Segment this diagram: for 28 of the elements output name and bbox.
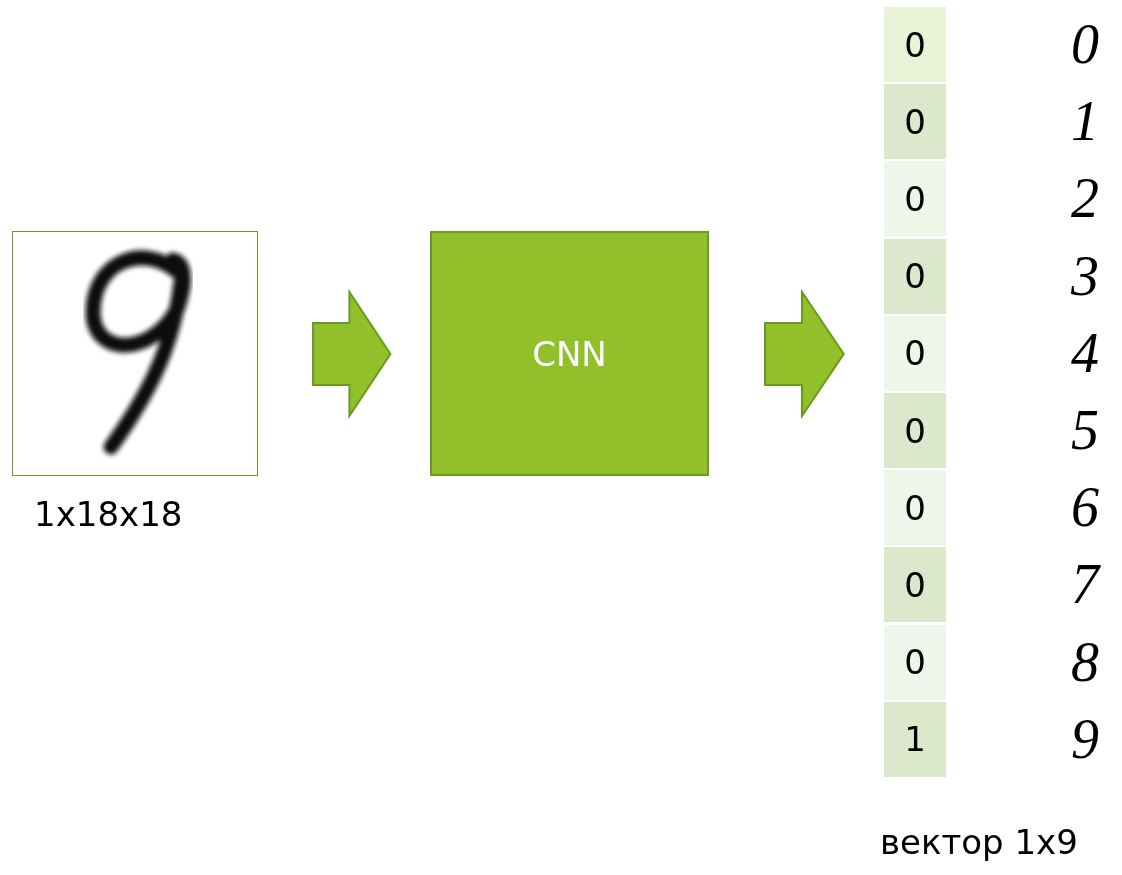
- vector-cell: 0: [884, 7, 946, 82]
- vector-column: [884, 7, 946, 779]
- handwritten-digit: 5: [1070, 398, 1100, 463]
- vector-cell: 0: [884, 393, 946, 468]
- handwritten-digit: 2: [1070, 166, 1100, 232]
- vector-cell: 0: [884, 470, 946, 546]
- handwritten-digit: 1: [1070, 89, 1100, 155]
- vector-cell: 1: [884, 701, 946, 777]
- handwritten-digit: 3: [1070, 243, 1100, 309]
- vector-cell: 0: [884, 161, 946, 237]
- node-label: 1x18x18: [34, 494, 183, 534]
- digit-image: [12, 231, 258, 476]
- handwritten-digit: 7: [1070, 552, 1102, 618]
- handwritten-digit: 0: [1070, 12, 1100, 77]
- handwritten-digit: 4: [1070, 320, 1100, 386]
- process-box: [430, 231, 709, 476]
- handwritten-digit: 6: [1070, 475, 1100, 541]
- node-label: вектор 1x9: [880, 822, 1078, 862]
- block-arrow: [312, 288, 392, 420]
- block-arrow: [764, 288, 845, 420]
- handwritten-digit: 9: [1070, 706, 1100, 772]
- handwritten-digit: 8: [1070, 629, 1100, 695]
- box-label: CNN: [532, 333, 607, 374]
- vector-cell: 0: [884, 624, 946, 700]
- vector-cell: 0: [884, 238, 946, 314]
- vector-cell: 0: [884, 547, 946, 623]
- vector-cell: 0: [884, 84, 946, 160]
- vector-cell: 0: [884, 315, 946, 391]
